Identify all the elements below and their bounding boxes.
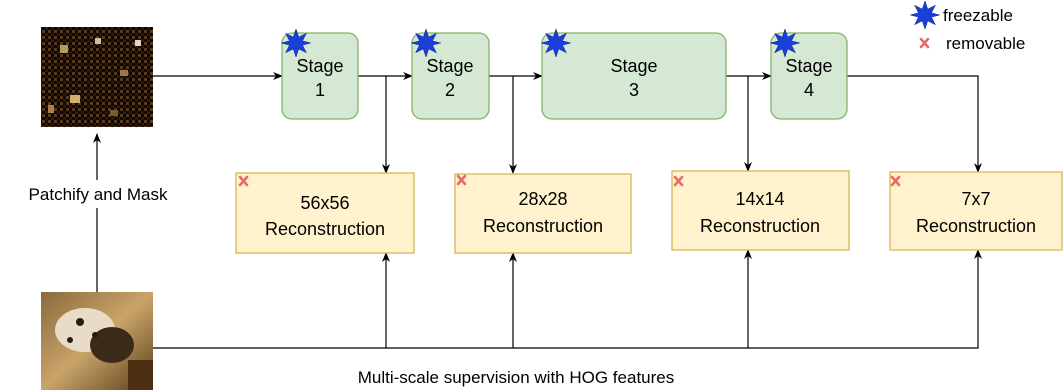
stage-3: Stage 3 <box>541 28 727 120</box>
reconstruction-7-label: Reconstruction <box>916 216 1036 236</box>
removable-x-icon <box>919 37 930 49</box>
reconstruction-56: 56x56 Reconstruction <box>235 172 415 254</box>
stage-3-number: 3 <box>629 80 639 100</box>
freezable-star-icon <box>770 28 800 58</box>
reconstruction-14: 14x14 Reconstruction <box>671 170 850 251</box>
stage-4-title: Stage <box>785 56 832 76</box>
stage-2-number: 2 <box>445 80 455 100</box>
freezable-star-icon <box>411 28 441 58</box>
freezable-star-icon <box>910 0 940 30</box>
patchify-label-bg <box>8 180 188 208</box>
legend: freezable removable <box>910 0 1025 53</box>
reconstruction-28: 28x28 Reconstruction <box>454 173 632 254</box>
reconstruction-14-size: 14x14 <box>735 189 784 209</box>
stage-2: Stage 2 <box>411 28 490 120</box>
reconstruction-56-size: 56x56 <box>300 193 349 213</box>
reconstruction-56-label: Reconstruction <box>265 219 385 239</box>
stage-1-number: 1 <box>315 80 325 100</box>
removable-x-icon <box>238 175 249 187</box>
reconstruction-14-label: Reconstruction <box>700 216 820 236</box>
masked-image <box>41 27 153 127</box>
source-photo <box>41 292 153 390</box>
freezable-star-icon <box>541 28 571 58</box>
legend-freezable-label: freezable <box>943 6 1013 25</box>
stage-1-title: Stage <box>296 56 343 76</box>
removable-x-icon <box>673 175 684 187</box>
legend-removable-label: removable <box>946 34 1025 53</box>
supervision-label: Multi-scale supervision with HOG feature… <box>358 368 675 387</box>
stage-3-title: Stage <box>610 56 657 76</box>
connectors <box>93 72 982 349</box>
freezable-star-icon <box>281 28 311 58</box>
stage-4-number: 4 <box>804 80 814 100</box>
removable-x-icon <box>456 174 467 186</box>
removable-x-icon <box>890 175 901 187</box>
reconstruction-28-size: 28x28 <box>518 189 567 209</box>
stage-4: Stage 4 <box>770 28 848 120</box>
reconstruction-7-size: 7x7 <box>961 189 990 209</box>
reconstruction-7: 7x7 Reconstruction <box>889 171 1063 251</box>
patchify-label: Patchify and Mask <box>29 185 168 204</box>
stage-2-title: Stage <box>426 56 473 76</box>
stage-1: Stage 1 <box>281 28 359 120</box>
reconstruction-28-label: Reconstruction <box>483 216 603 236</box>
